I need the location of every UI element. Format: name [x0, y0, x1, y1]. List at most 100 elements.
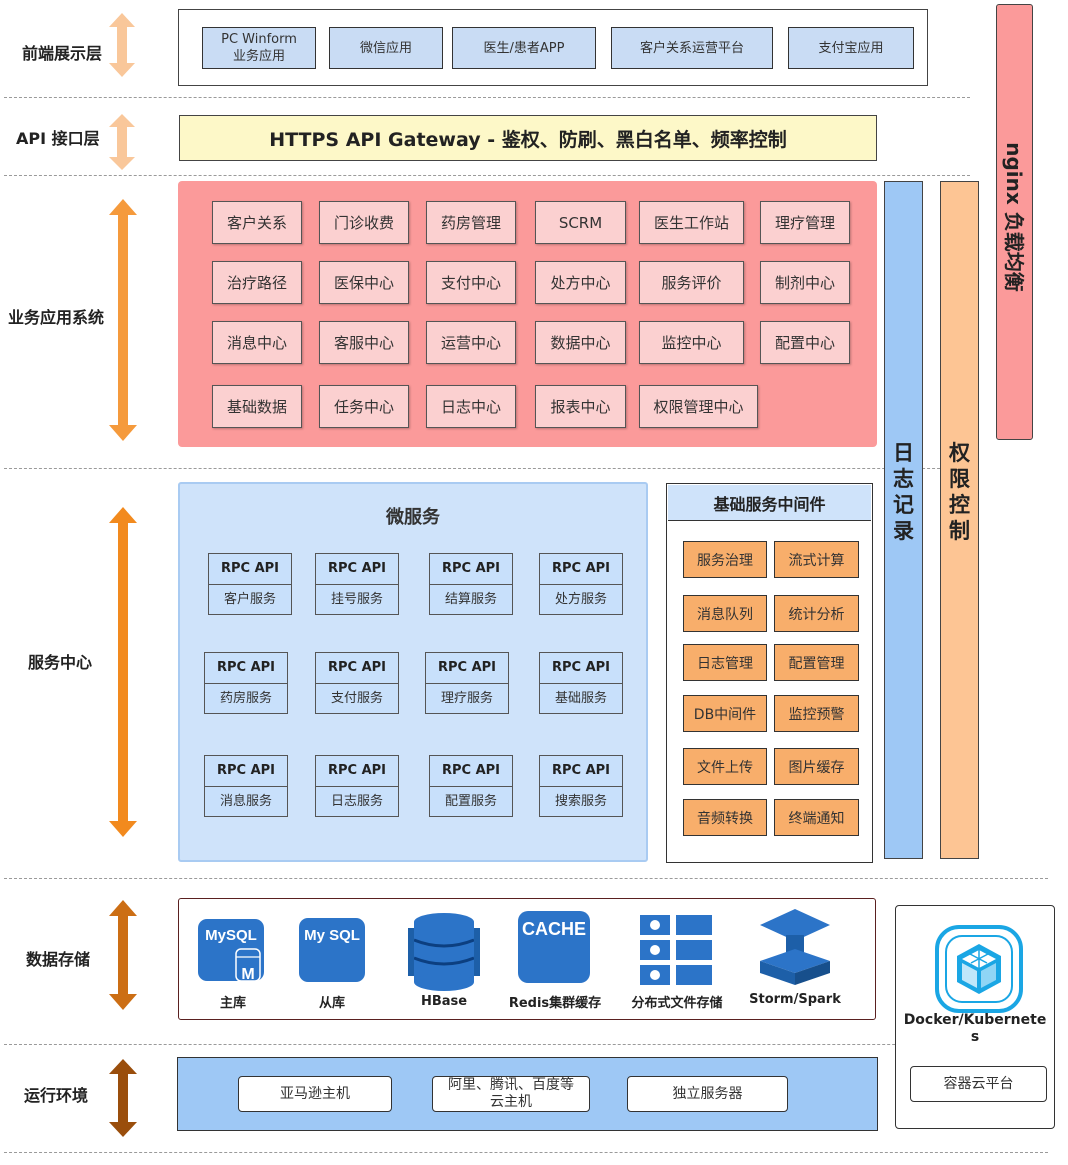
layer-label-frontend: 前端展示层 [22, 44, 103, 63]
storage-label-redis: Redis集群缓存 [508, 996, 602, 1011]
business-item: 处方中心 [535, 261, 626, 304]
double-arrow-icon [109, 900, 137, 1010]
business-item: 医生工作站 [639, 201, 744, 244]
rpc-service-name: 处方服务 [554, 592, 607, 607]
nginx-bar: nginx 负载均衡 [996, 4, 1033, 440]
business-item: 理疗管理 [760, 201, 850, 244]
rpc-api-label: RPC API [205, 756, 287, 787]
business-item: 日志中心 [426, 385, 516, 428]
separator [4, 1152, 1048, 1153]
frontend-app-doctor-patient: 医生/患者APP [452, 27, 596, 69]
middleware-item: 音频转换 [683, 799, 767, 836]
separator [4, 468, 970, 469]
middleware-item: 终端通知 [774, 799, 859, 836]
middleware-item: 流式计算 [774, 541, 859, 578]
middleware-title: 基础服务中间件 [668, 485, 871, 521]
business-item: 基础数据 [212, 385, 302, 428]
redis-cache-icon: CACHE [518, 911, 590, 983]
permission-bar: 权限控制 [940, 181, 979, 859]
container-platform-label: 容器云平台 [910, 1066, 1047, 1102]
rpc-service-card: RPC API 理疗服务 [425, 652, 509, 714]
middleware-item: 统计分析 [774, 595, 859, 632]
business-item: 客户关系 [212, 201, 302, 244]
rpc-service-card: RPC API 基础服务 [539, 652, 623, 714]
api-gateway: HTTPS API Gateway - 鉴权、防刷、黑白名单、频率控制 [179, 115, 877, 161]
mysql-master-badge: M [241, 966, 254, 983]
business-item: 运营中心 [426, 321, 516, 364]
business-item: 服务评价 [639, 261, 744, 304]
business-item: 治疗路径 [212, 261, 302, 304]
middleware-item: DB中间件 [683, 695, 767, 732]
rpc-api-label: RPC API [540, 554, 622, 585]
container-name-line2: s [970, 1029, 980, 1045]
rpc-service-card: RPC API 日志服务 [315, 755, 399, 817]
layer-label-service: 服务中心 [28, 653, 93, 672]
rpc-service-card: RPC API 消息服务 [204, 755, 288, 817]
rpc-api-label: RPC API [316, 653, 398, 684]
rpc-api-label: RPC API [540, 653, 622, 684]
business-item: 报表中心 [535, 385, 626, 428]
permission-bar-text: 权限控制 [949, 441, 970, 543]
business-item: 制剂中心 [760, 261, 850, 304]
hbase-icon [408, 913, 480, 991]
layer-label-runtime: 运行环境 [24, 1086, 89, 1105]
business-item: 配置中心 [760, 321, 850, 364]
business-item: 支付中心 [426, 261, 516, 304]
middleware-item: 监控预警 [774, 695, 859, 732]
rpc-service-name: 基础服务 [554, 691, 607, 706]
kubernetes-icon [935, 925, 1023, 1013]
rpc-service-name: 挂号服务 [330, 592, 383, 607]
separator [4, 175, 970, 176]
runtime-host-aws: 亚马逊主机 [238, 1076, 392, 1112]
business-item: 任务中心 [319, 385, 409, 428]
frontend-app-alipay: 支付宝应用 [788, 27, 914, 69]
business-item: 数据中心 [535, 321, 626, 364]
storm-spark-icon [760, 909, 830, 985]
rpc-service-name: 搜索服务 [554, 794, 607, 809]
rpc-service-name: 消息服务 [219, 794, 272, 809]
storage-label-storm: Storm/Spark [749, 992, 841, 1007]
separator [4, 97, 970, 98]
business-item: 医保中心 [319, 261, 409, 304]
rpc-api-label: RPC API [316, 756, 398, 787]
rpc-api-label: RPC API [209, 554, 291, 585]
rpc-service-name: 日志服务 [330, 794, 383, 809]
business-item: 权限管理中心 [639, 385, 758, 428]
rpc-service-name: 理疗服务 [440, 691, 493, 706]
rpc-service-card: RPC API 药房服务 [204, 652, 288, 714]
middleware-item: 图片缓存 [774, 748, 859, 785]
middleware-item: 文件上传 [683, 748, 767, 785]
log-bar: 日志记录 [884, 181, 923, 859]
mysql-master-logo-text: MySQL [205, 927, 257, 944]
layer-label-storage: 数据存储 [26, 950, 91, 969]
storage-label-dfs: 分布式文件存储 [631, 996, 723, 1011]
rpc-service-name: 药房服务 [219, 691, 272, 706]
mysql-master-icon: MySQL M [198, 919, 264, 983]
runtime-host-cloud: 阿里、腾讯、百度等云主机 [432, 1076, 590, 1112]
rpc-api-label: RPC API [205, 653, 287, 684]
middleware-item: 消息队列 [683, 595, 767, 632]
storage-label-master: 主库 [219, 996, 246, 1011]
separator [4, 1044, 970, 1045]
storage-label-hbase: HBase [420, 994, 468, 1009]
double-arrow-icon [109, 1059, 137, 1137]
middleware-item: 配置管理 [774, 644, 859, 681]
frontend-app-crm: 客户关系运营平台 [611, 27, 773, 69]
rpc-api-label: RPC API [430, 554, 512, 585]
rpc-api-label: RPC API [426, 653, 508, 684]
mysql-slave-logo-text: My SQL [304, 927, 360, 944]
microservice-title: 微服务 [386, 507, 440, 528]
log-bar-text: 日志记录 [893, 441, 914, 543]
distributed-file-icon [640, 915, 712, 985]
layer-label-business: 业务应用系统 [8, 308, 105, 327]
rpc-api-label: RPC API [540, 756, 622, 787]
rpc-api-label: RPC API [316, 554, 398, 585]
middleware-item: 日志管理 [683, 644, 767, 681]
nginx-bar-text: nginx 负载均衡 [1002, 142, 1026, 292]
separator [4, 878, 1048, 879]
business-item: 消息中心 [212, 321, 302, 364]
